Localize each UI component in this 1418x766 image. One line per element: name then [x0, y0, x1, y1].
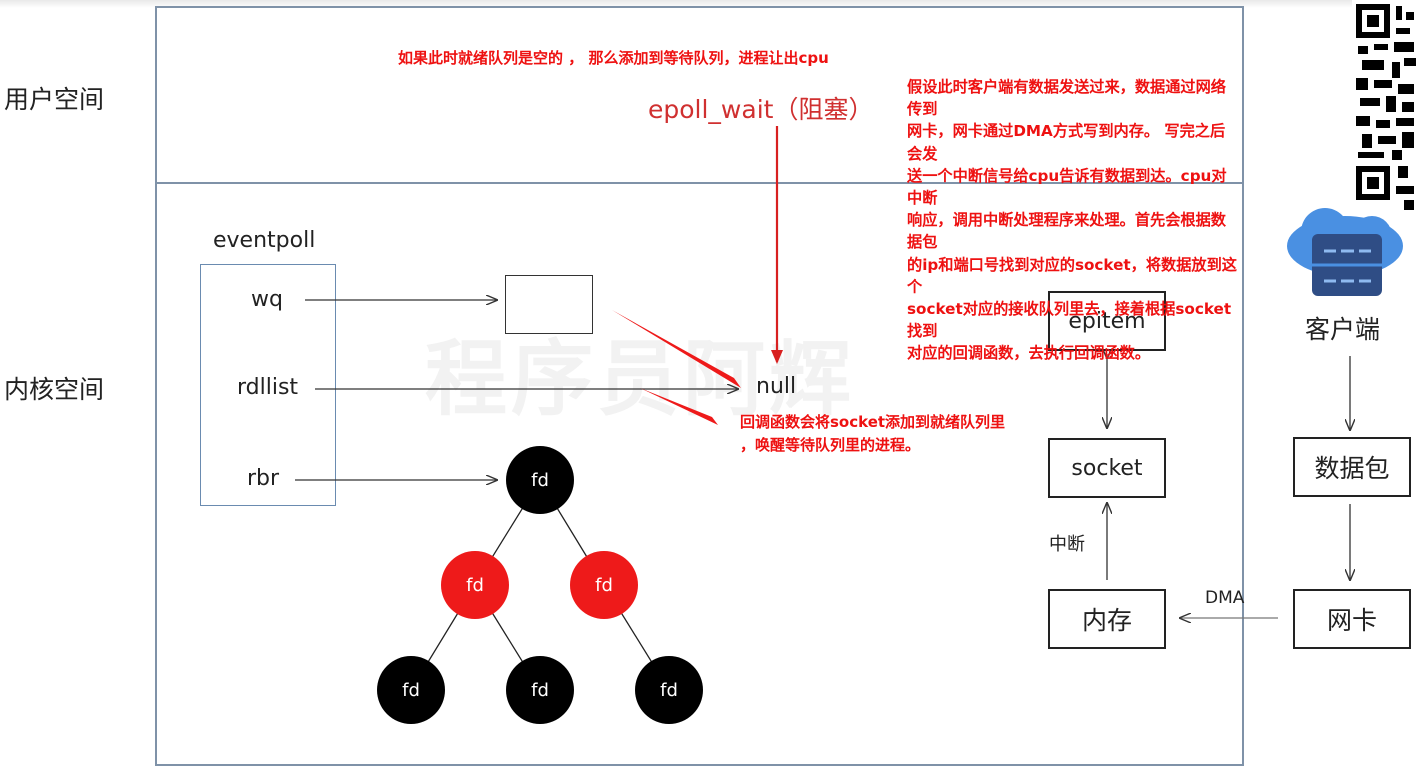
client-data-flow-explanation: 假设此时客户端有数据发送过来，数据通过网络传到 网卡，网卡通过DMA方式写到内存…	[907, 78, 1237, 363]
client-label: 客户端	[1305, 315, 1381, 344]
user-kernel-divider	[155, 182, 1244, 184]
tree-node-left: fd	[441, 551, 509, 619]
qr-code-icon	[1356, 4, 1416, 210]
tree-node-left-left: fd	[377, 656, 445, 724]
tree-node-root: fd	[506, 446, 574, 514]
tree-node-left-right: fd	[506, 656, 574, 724]
qr-code	[1352, 0, 1418, 214]
epoll-wait-label: epoll_wait（阻塞）	[648, 95, 874, 124]
eventpoll-field-rbr: rbr	[247, 466, 280, 491]
packet-box: 数据包	[1293, 437, 1411, 497]
interrupt-label: 中断	[1049, 534, 1085, 555]
kernel-space-label: 内核空间	[4, 375, 105, 404]
watermark: 程序员阿辉	[425, 332, 856, 427]
eventpoll-box	[200, 264, 336, 506]
epitem-box: epitem	[1048, 291, 1166, 351]
eventpoll-field-wq: wq	[251, 287, 283, 312]
dma-label: DMA	[1205, 588, 1245, 608]
socket-box: socket	[1048, 438, 1166, 498]
top-fade	[0, 0, 1418, 8]
eventpoll-field-rdllist: rdllist	[237, 375, 299, 400]
nic-box: 网卡	[1293, 589, 1411, 649]
callback-note-line2: ，唤醒等待队列里的进程。	[740, 436, 921, 454]
tree-node-right-right: fd	[635, 656, 703, 724]
empty-ready-queue-note: 如果此时就绪队列是空的 ， 那么添加到等待队列，进程让出cpu	[398, 49, 829, 67]
eventpoll-title: eventpoll	[213, 228, 316, 253]
callback-note-line1: 回调函数会将socket添加到就绪队列里	[740, 413, 1006, 431]
red-pointer-to-rdllist	[640, 388, 718, 425]
red-pointer-to-wq	[612, 310, 741, 388]
ready-list-null-label: null	[756, 374, 797, 399]
memory-box: 内存	[1048, 589, 1166, 649]
user-space-label: 用户空间	[4, 85, 105, 114]
wait-queue-box	[505, 275, 593, 334]
tree-node-right: fd	[570, 551, 638, 619]
